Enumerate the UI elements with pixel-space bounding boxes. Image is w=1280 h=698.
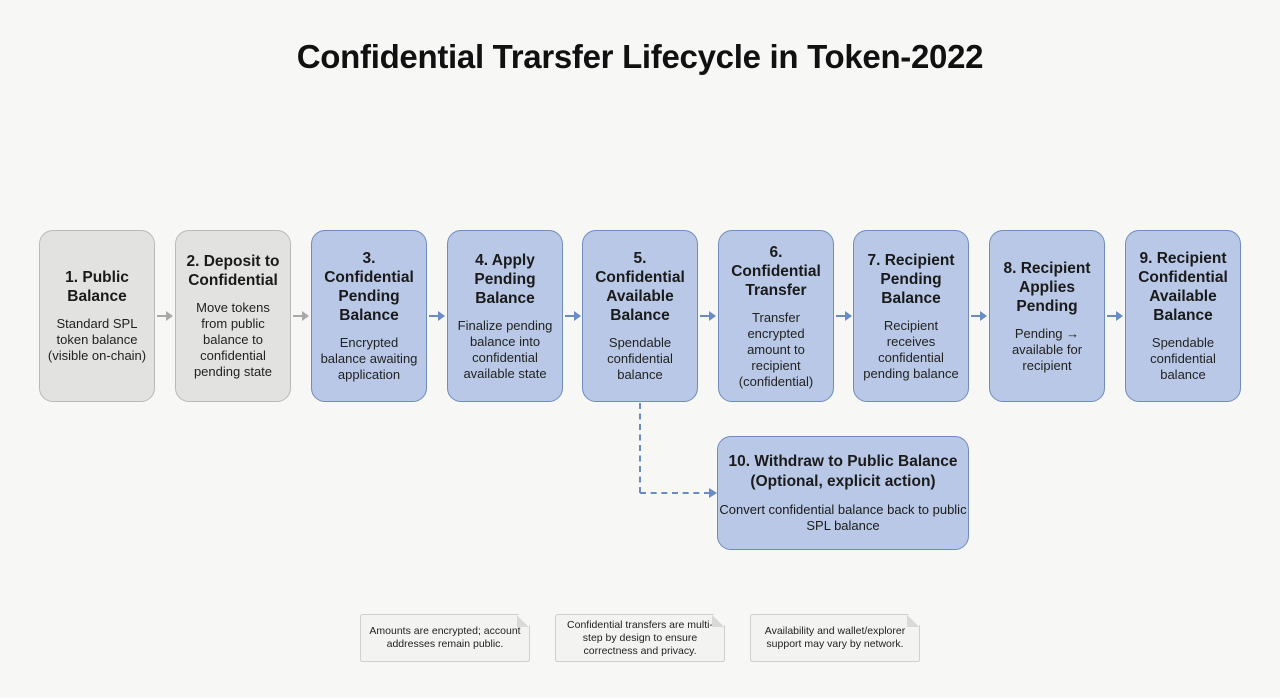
step-recipient-pending-balance: 7. Recipient Pending Balance Recipient r… <box>853 230 969 402</box>
note-multi-step: Confidential transfers are multi-step by… <box>555 614 725 662</box>
arrow-head-icon <box>709 488 717 498</box>
note-text: Confidential transfers are multi-step by… <box>567 618 713 657</box>
step-public-balance: 1. Public Balance Standard SPL token bal… <box>39 230 155 402</box>
step-apply-pending-balance: 4. Apply Pending Balance Finalize pendin… <box>447 230 563 402</box>
arrow-icon <box>565 311 581 321</box>
step-title: 2. Deposit to Confidential <box>186 253 280 289</box>
note-text: Amounts are encrypted; account addresses… <box>369 625 521 650</box>
step-title-line: 10. Withdraw to Public Balance <box>728 453 958 470</box>
step-description: Spendable confidential balance <box>607 335 673 382</box>
step-confidential-transfer: 6. Confidential Transfer Transfer encryp… <box>718 230 834 402</box>
note-encryption: Amounts are encrypted; account addresses… <box>360 614 530 662</box>
step-title: 8. Recipient Applies Pending <box>1003 259 1091 315</box>
step-title-line: (Optional, explicit action) <box>750 473 936 490</box>
step-title: 5. Confidential Available Balance <box>595 250 685 324</box>
step-description: Spendable confidential balance <box>1150 335 1216 382</box>
step-recipient-confidential-available-balance: 9. Recipient Confidential Available Bala… <box>1125 230 1241 402</box>
step-confidential-available-balance: 5. Confidential Available Balance Spenda… <box>582 230 698 402</box>
arrow-icon <box>157 311 173 321</box>
arrow-icon <box>429 311 445 321</box>
note-text: Availability and wallet/explorer support… <box>764 625 906 650</box>
step-description: Transfer encrypted amount to recipient (… <box>738 309 814 389</box>
step-description: Encrypted balance awaiting application <box>320 335 418 382</box>
page-fold-icon <box>517 615 529 627</box>
step-withdraw-to-public: 10. Withdraw to Public Balance (Optional… <box>717 436 969 550</box>
step-description: Finalize pending balance into confidenti… <box>457 317 553 381</box>
step-description: Move tokens from public balance to confi… <box>193 300 273 379</box>
step-description: Pending → available for recipient <box>1011 325 1083 373</box>
page-fold-icon <box>712 615 724 627</box>
step-description: Standard SPL token balance (visible on-c… <box>47 316 147 363</box>
step-description: Convert confidential balance back to pub… <box>719 502 967 533</box>
step-title: 7. Recipient Pending Balance <box>867 251 955 307</box>
step-title: 9. Recipient Confidential Available Bala… <box>1138 250 1228 324</box>
step-title: 3. Confidential Pending Balance <box>324 250 414 324</box>
arrow-icon <box>1107 311 1123 321</box>
step-confidential-pending-balance: 3. Confidential Pending Balance Encrypte… <box>311 230 427 402</box>
note-availability: Availability and wallet/explorer support… <box>750 614 920 662</box>
arrow-icon <box>293 311 309 321</box>
step-description: Recipient receives confidential pending … <box>863 317 959 381</box>
arrow-icon <box>836 311 852 321</box>
step-title: 4. Apply Pending Balance <box>474 251 536 307</box>
step-deposit-to-confidential: 2. Deposit to Confidential Move tokens f… <box>175 230 291 402</box>
dashed-connector <box>639 403 641 493</box>
arrow-icon <box>700 311 716 321</box>
dashed-connector <box>640 492 710 494</box>
step-title: 1. Public Balance <box>65 269 129 305</box>
step-title: 10. Withdraw to Public Balance (Optional… <box>729 452 958 492</box>
page-fold-icon <box>907 615 919 627</box>
diagram-title: Confidential Trarsfer Lifecycle in Token… <box>296 38 984 75</box>
step-recipient-applies-pending: 8. Recipient Applies Pending Pending → a… <box>989 230 1105 402</box>
arrow-icon <box>971 311 987 321</box>
step-title: 6. Confidential Transfer <box>731 243 821 299</box>
